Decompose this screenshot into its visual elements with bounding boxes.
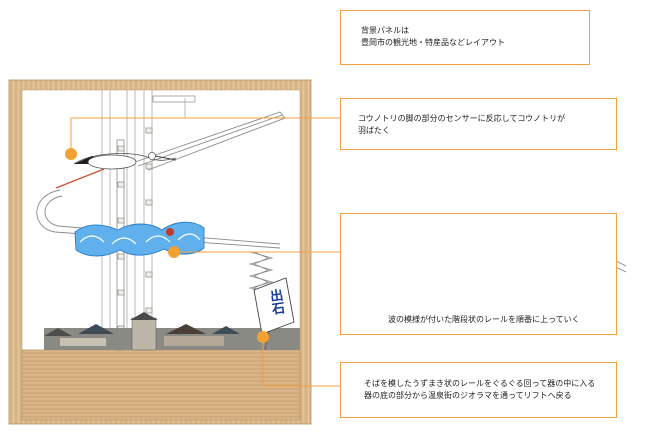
callout-line: 器の底の部分から温泉街のジオラマを通ってリフトへ戻る xyxy=(364,391,572,401)
leader-dots xyxy=(65,148,269,343)
callout-background-panel: 背景パネルは 豊岡市の観光地・特産品などレイアウト xyxy=(340,10,590,65)
cabinet-base xyxy=(21,349,301,421)
zigzag-rail xyxy=(36,111,286,249)
callout-line: 羽ばたく xyxy=(358,126,390,136)
callout-stork-sensor: コウノトリの脚の部分のセンサーに反応してコウノトリが 羽ばたく xyxy=(340,98,617,150)
stork-icon xyxy=(55,152,177,189)
callout-line: 波の模様が付いた階段状のレールを順番に上っていく xyxy=(388,315,580,324)
callout-line: 豊岡市の観光地・特産品などレイアウト xyxy=(361,38,505,48)
soba-spiral-icon xyxy=(248,251,274,295)
callout-line: コウノトリの脚の部分のセンサーに反応してコウノトリが xyxy=(358,114,566,123)
callout-wave-rail: 波の模様が付いた階段状のレールを順番に上っていく xyxy=(340,213,617,335)
callout-line: 背景パネルは xyxy=(361,26,409,35)
callout-soba-rail: そばを模したうずまき状のレールをぐるぐる回って器の中に入る 器の底の部分から温泉… xyxy=(340,362,617,418)
leader-lines xyxy=(70,117,340,387)
sign-text: 出石 xyxy=(266,288,285,316)
town-diorama-icon xyxy=(44,312,300,351)
wave-rail-icon xyxy=(74,221,205,257)
callout-line: そばを模したうずまき状のレールをぐるぐる回って器の中に入る xyxy=(364,379,596,388)
sign-board xyxy=(253,277,295,351)
